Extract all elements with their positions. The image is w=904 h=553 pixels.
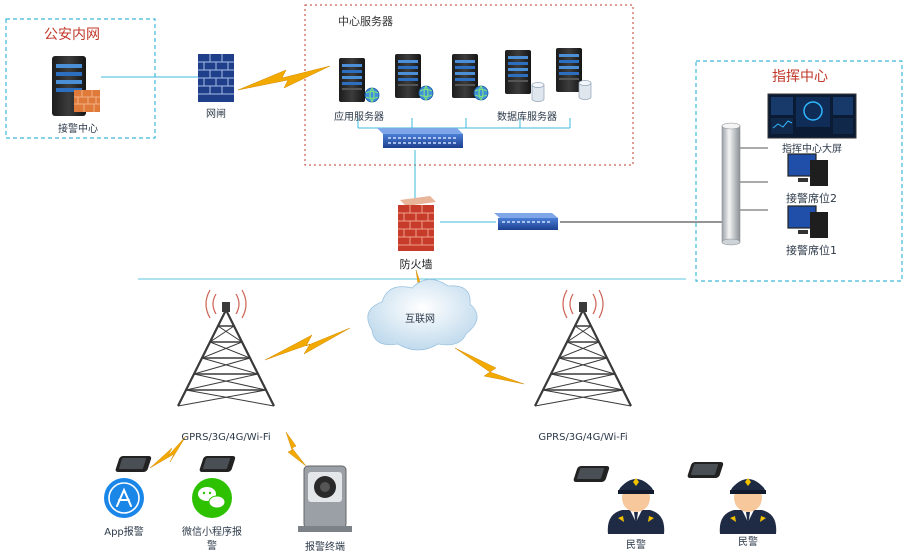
label-command-screen: 指挥中心大屏 bbox=[782, 144, 842, 155]
label-database-server: 数据库服务器 bbox=[497, 112, 557, 123]
zone-title-command-center: 指挥中心 bbox=[772, 69, 828, 85]
label-wechat-line2: 警 bbox=[207, 541, 217, 552]
phone-app-icon bbox=[114, 456, 152, 472]
cell-tower-right-icon bbox=[533, 288, 633, 408]
label-gateway: 网闸 bbox=[206, 109, 226, 120]
alarm-terminal-icon bbox=[298, 465, 352, 532]
label-alarm-terminal: 报警终端 bbox=[305, 542, 345, 553]
command-screen-icon bbox=[767, 93, 857, 139]
label-tower-right: GPRS/3G/4G/Wi-Fi bbox=[538, 432, 628, 443]
server-db-2 bbox=[556, 48, 592, 100]
officer-phone-1-icon bbox=[572, 466, 610, 482]
app-store-icon bbox=[104, 478, 144, 518]
workstation-1-icon bbox=[787, 205, 828, 238]
officer-1-icon bbox=[607, 478, 665, 534]
command-bus-pole bbox=[721, 122, 741, 246]
firewall-icon bbox=[398, 196, 436, 251]
access-switch-icon bbox=[494, 213, 558, 230]
label-tower-left: GPRS/3G/4G/Wi-Fi bbox=[181, 432, 271, 443]
zone-title-central-servers: 中心服务器 bbox=[338, 15, 393, 28]
officer-phone-2-icon bbox=[686, 462, 724, 478]
server-app-3 bbox=[452, 54, 489, 101]
phone-wechat-icon bbox=[198, 456, 236, 472]
label-seat-2: 接警席位2 bbox=[786, 192, 837, 205]
core-switch-icon bbox=[377, 128, 463, 148]
zone-title-police-intranet: 公安内网 bbox=[44, 27, 100, 43]
workstation-2-icon bbox=[787, 153, 828, 186]
zone-police-intranet bbox=[5, 18, 156, 139]
label-firewall: 防火墙 bbox=[399, 258, 433, 271]
label-app-report: App报警 bbox=[104, 527, 144, 538]
officer-2-icon bbox=[719, 478, 777, 534]
wechat-icon bbox=[192, 478, 232, 518]
server-app-2 bbox=[395, 54, 434, 101]
label-app-server: 应用服务器 bbox=[334, 112, 384, 123]
internet-cloud-icon bbox=[367, 279, 478, 351]
server-app-1 bbox=[339, 58, 380, 103]
label-officer-1: 民警 bbox=[626, 540, 646, 551]
reception-server-icon bbox=[52, 56, 100, 116]
label-seat-1: 接警席位1 bbox=[786, 244, 837, 257]
label-reception-center: 接警中心 bbox=[58, 124, 98, 135]
label-officer-2: 民警 bbox=[738, 537, 758, 548]
command-branch-links bbox=[740, 147, 768, 211]
wireless-links bbox=[149, 65, 525, 469]
cell-tower-left-icon bbox=[176, 288, 276, 408]
gateway-wall-icon bbox=[198, 54, 234, 102]
server-db-1 bbox=[505, 50, 545, 102]
label-wechat-line1: 微信小程序报 bbox=[182, 527, 242, 538]
zone-central-servers bbox=[304, 4, 634, 166]
zone-command-center bbox=[695, 60, 903, 282]
network-links bbox=[101, 76, 571, 223]
label-internet: 互联网 bbox=[405, 314, 435, 325]
